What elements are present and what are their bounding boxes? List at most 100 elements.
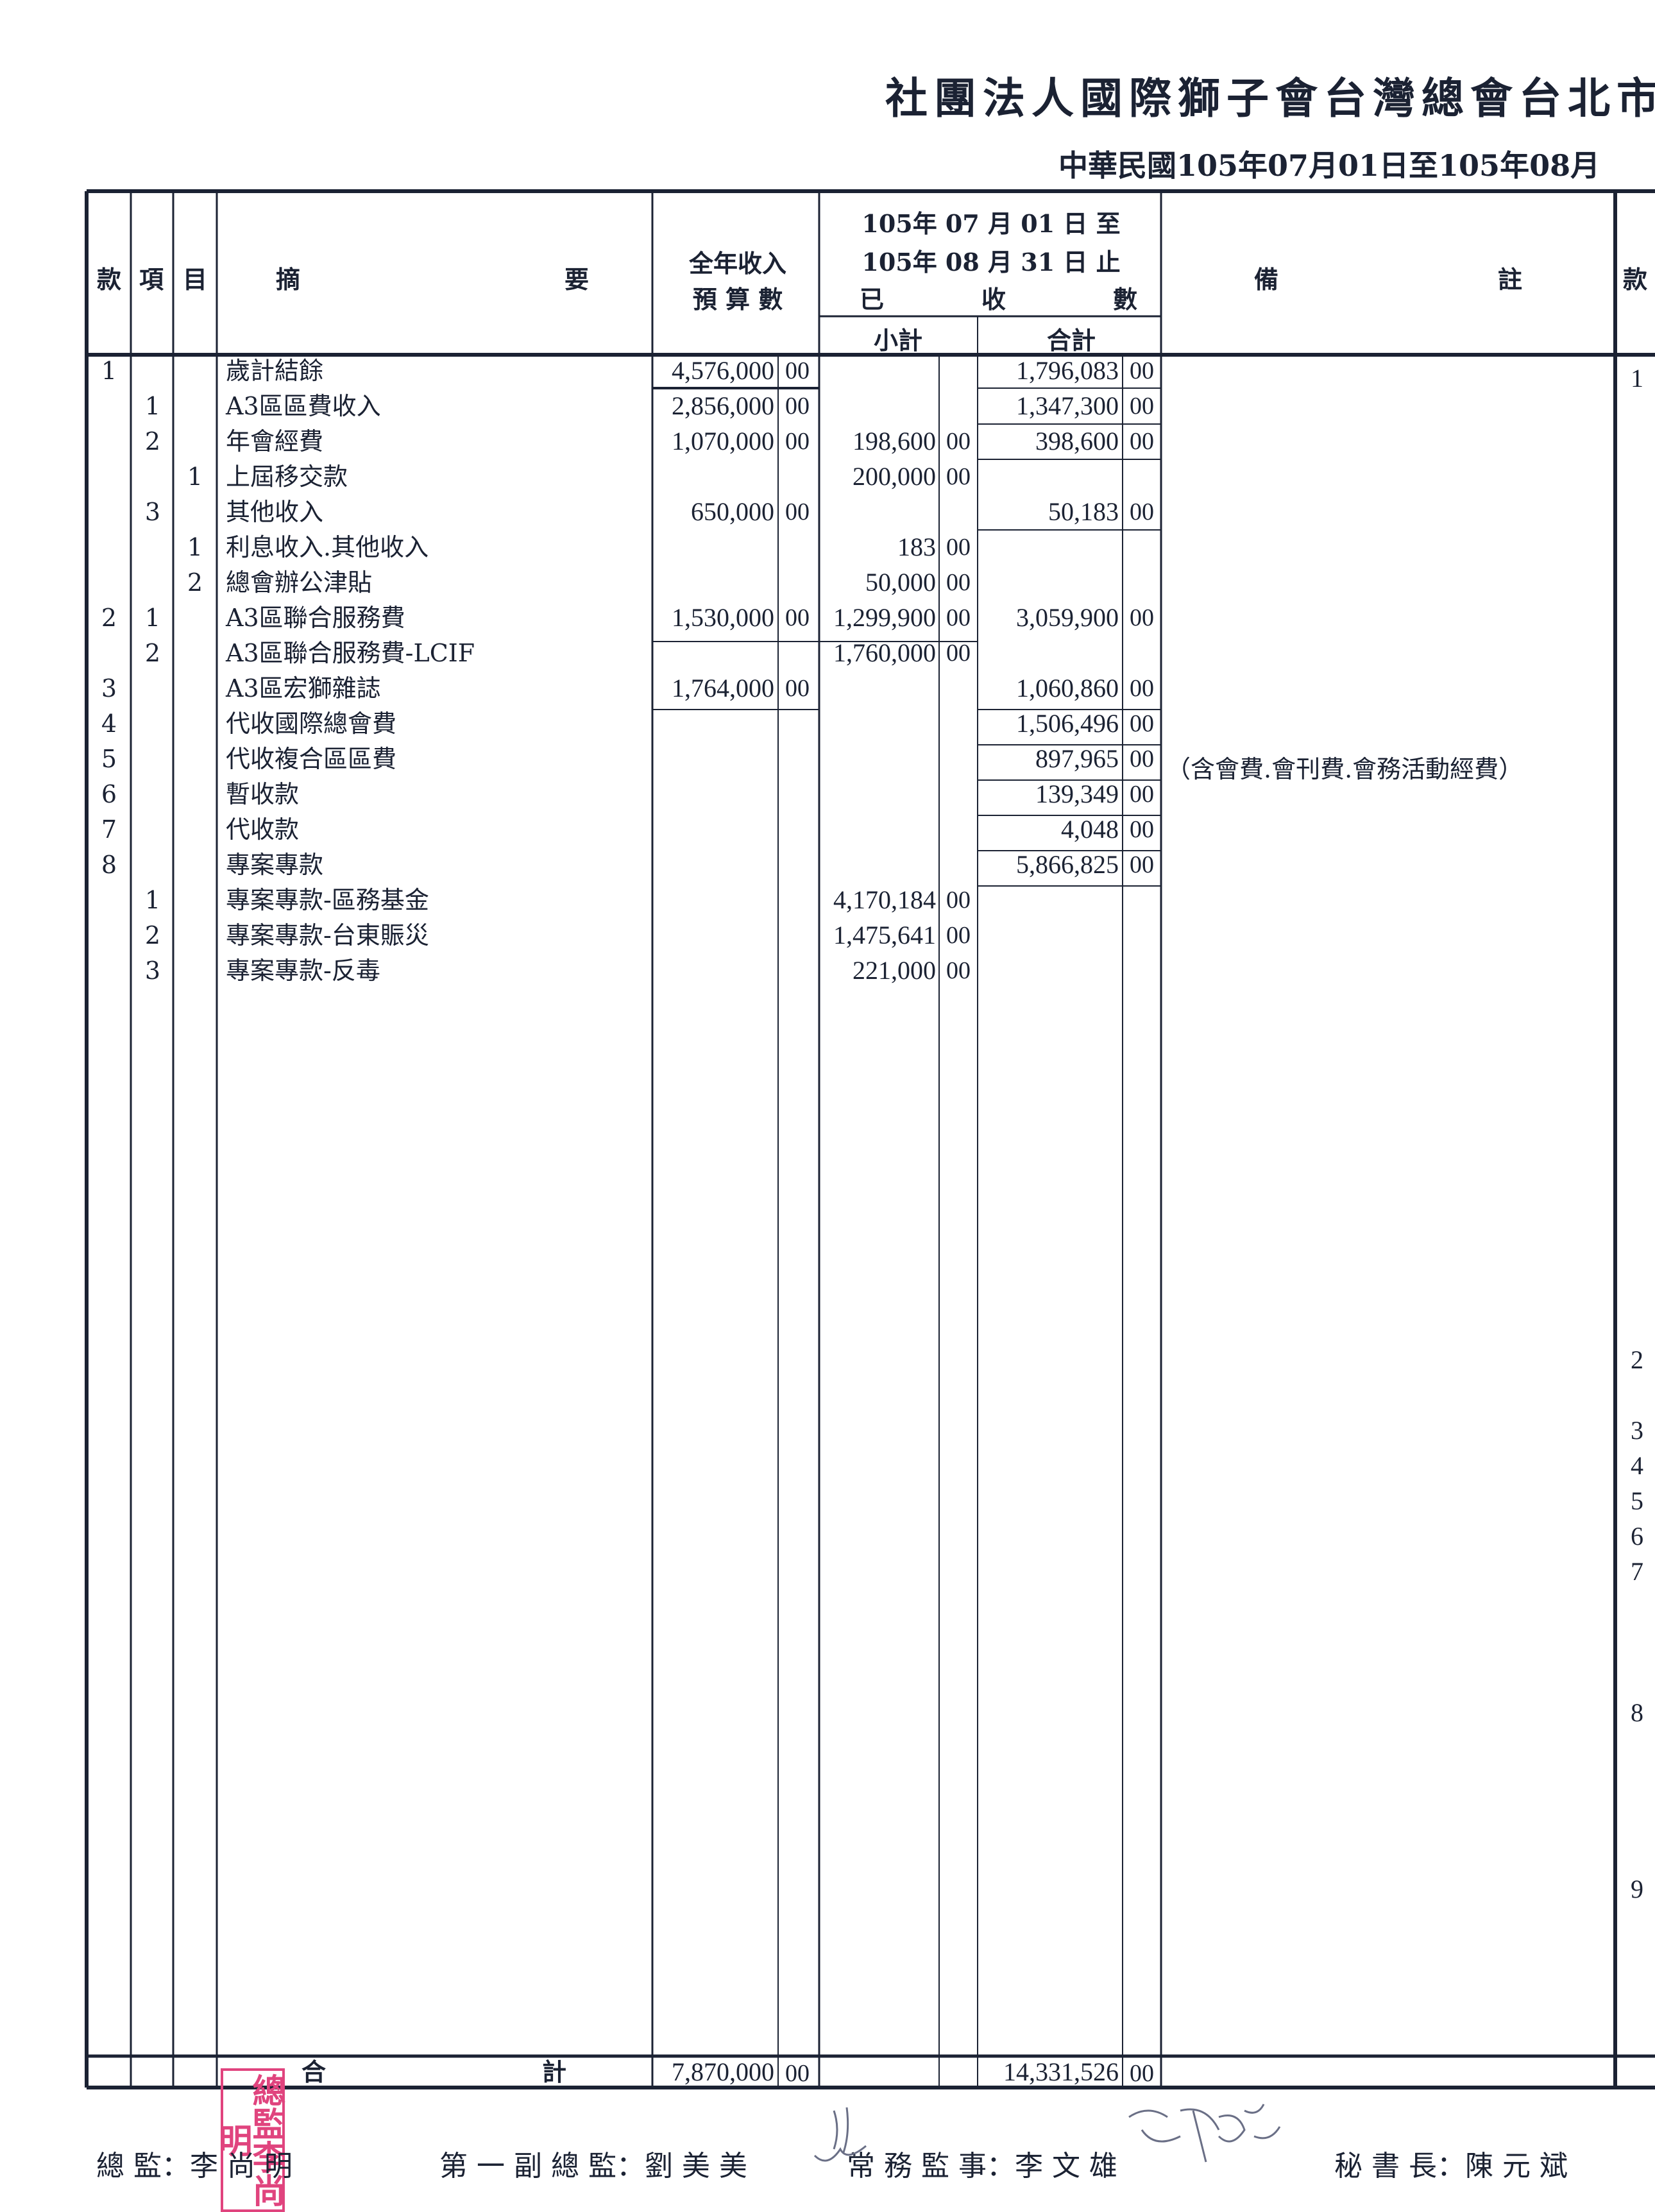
total-label-a: 合 xyxy=(301,2057,327,2086)
signature-secretary: 秘 書 長：陳 元 斌 xyxy=(1334,2150,1568,2182)
row-description: 代收款 xyxy=(226,815,300,844)
header-period-line3c: 數 xyxy=(1113,285,1138,314)
header-remark-b: 註 xyxy=(1498,265,1523,294)
row-subtotal-cents: 00 xyxy=(946,569,971,596)
row-subtotal: 198,600 xyxy=(853,427,936,455)
row-kuan: 2 xyxy=(101,604,117,632)
right-kuan-number: 6 xyxy=(1631,1522,1643,1551)
signature-director: 總 監：李 尚 明 xyxy=(96,2150,293,2182)
right-kuan-number: 8 xyxy=(1631,1698,1643,1727)
row-xiang: 3 xyxy=(144,498,161,526)
row-xiang: 1 xyxy=(144,886,161,914)
row-total-cents: 00 xyxy=(1130,816,1154,843)
row-subtotal-cents: 00 xyxy=(946,463,971,490)
row-budget-cents: 00 xyxy=(785,357,810,384)
row-total: 139,349 xyxy=(1035,779,1119,808)
row-subtotal: 1,760,000 xyxy=(833,638,936,667)
row-description: 利息收入.其他收入 xyxy=(226,533,429,561)
right-kuan-number: 1 xyxy=(1631,364,1643,393)
header-remark-a: 備 xyxy=(1254,265,1279,294)
header-period-line2: 105年 08 月 31 日 止 xyxy=(861,248,1121,276)
row-budget: 1,530,000 xyxy=(672,603,774,632)
row-description: 歲計結餘 xyxy=(226,357,324,385)
right-kuan-number: 3 xyxy=(1631,1416,1643,1445)
row-mu: 1 xyxy=(187,463,203,491)
header-mu: 目 xyxy=(182,265,207,294)
document-title: 社團法人國際獅子會台灣總會台北市 xyxy=(885,73,1655,123)
right-kuan-number: 7 xyxy=(1631,1557,1643,1586)
header-kuan: 款 xyxy=(96,265,121,294)
row-subtotal-cents: 00 xyxy=(946,887,971,914)
row-subtotal-cents: 00 xyxy=(946,604,971,631)
row-budget: 1,764,000 xyxy=(672,674,774,702)
header-xiang: 項 xyxy=(139,265,164,294)
row-description: A3區區費收入 xyxy=(226,392,381,420)
row-kuan: 7 xyxy=(101,815,117,844)
right-kuan-number: 5 xyxy=(1631,1486,1643,1515)
row-description: 暫收款 xyxy=(226,780,300,808)
total-amount: 14,331,526 xyxy=(1003,2057,1119,2086)
row-subtotal-cents: 00 xyxy=(946,922,971,949)
row-description: 年會經費 xyxy=(226,427,324,455)
header-period-line1: 105年 07 月 01 日 至 xyxy=(861,209,1121,238)
row-budget-cents: 00 xyxy=(785,675,810,702)
row-description: 專案專款-反毒 xyxy=(226,957,380,985)
right-kuan-number: 4 xyxy=(1631,1451,1643,1480)
row-kuan: 5 xyxy=(101,745,117,773)
row-total: 1,060,860 xyxy=(1016,674,1119,702)
row-description: A3區宏獅雜誌 xyxy=(226,674,381,702)
row-budget-cents: 00 xyxy=(785,428,810,455)
row-total-cents: 00 xyxy=(1130,604,1154,631)
row-subtotal: 183 xyxy=(897,532,936,561)
row-description: 專案專款 xyxy=(226,851,324,879)
row-xiang: 1 xyxy=(144,604,161,632)
row-subtotal-cents: 00 xyxy=(946,640,971,667)
header-budget-line2: 預 算 數 xyxy=(692,285,783,314)
row-mu: 2 xyxy=(187,568,203,597)
row-budget: 650,000 xyxy=(691,497,774,526)
row-total-cents: 00 xyxy=(1130,428,1154,455)
row-description: 專案專款-區務基金 xyxy=(226,886,429,914)
row-description: A3區聯合服務費 xyxy=(226,604,405,632)
header-total: 合計 xyxy=(1046,326,1096,355)
right-kuan-number: 9 xyxy=(1631,1875,1643,1903)
row-description: 代收複合區區費 xyxy=(226,745,397,773)
row-total: 398,600 xyxy=(1035,427,1119,455)
signature-first-vice: 第 一 副 總 監：劉 美 美 xyxy=(439,2150,747,2182)
row-total-cents: 00 xyxy=(1130,745,1154,772)
row-total-cents: 00 xyxy=(1130,710,1154,737)
header-summary-a: 摘 xyxy=(276,265,301,294)
row-description: A3區聯合服務費-LCIF xyxy=(226,639,475,667)
row-total: 1,796,083 xyxy=(1016,356,1119,385)
row-total: 5,866,825 xyxy=(1016,850,1119,879)
header-budget-line1: 全年收入 xyxy=(688,249,786,278)
row-budget: 4,576,000 xyxy=(672,356,774,385)
right-kuan-number: 2 xyxy=(1631,1345,1643,1374)
row-description: 其他收入 xyxy=(226,498,324,526)
header-period-line3b: 收 xyxy=(981,285,1006,314)
row-budget-cents: 00 xyxy=(785,498,810,525)
row-total-cents: 00 xyxy=(1130,851,1154,878)
row-subtotal-cents: 00 xyxy=(946,534,971,561)
total-amount-cents: 00 xyxy=(1130,2060,1154,2087)
remark-text: （含會費.會刊費.會務活動經費） xyxy=(1166,755,1523,783)
row-budget-cents: 00 xyxy=(785,604,810,631)
row-total-cents: 00 xyxy=(1130,357,1154,384)
row-budget: 1,070,000 xyxy=(672,427,774,455)
header-period-line3a: 已 xyxy=(860,285,885,314)
row-total: 50,183 xyxy=(1048,497,1119,526)
row-kuan: 3 xyxy=(101,674,117,702)
row-budget: 2,856,000 xyxy=(672,391,774,420)
row-total: 3,059,900 xyxy=(1016,603,1119,632)
header-subtotal: 小計 xyxy=(873,326,922,355)
row-xiang: 3 xyxy=(144,957,161,985)
row-total-cents: 00 xyxy=(1130,675,1154,702)
row-xiang: 2 xyxy=(144,921,161,949)
header-summary-b: 要 xyxy=(564,265,590,294)
row-xiang: 1 xyxy=(144,392,161,420)
row-xiang: 2 xyxy=(144,427,161,455)
total-label-b: 計 xyxy=(542,2057,567,2086)
row-subtotal: 1,475,641 xyxy=(833,921,936,949)
